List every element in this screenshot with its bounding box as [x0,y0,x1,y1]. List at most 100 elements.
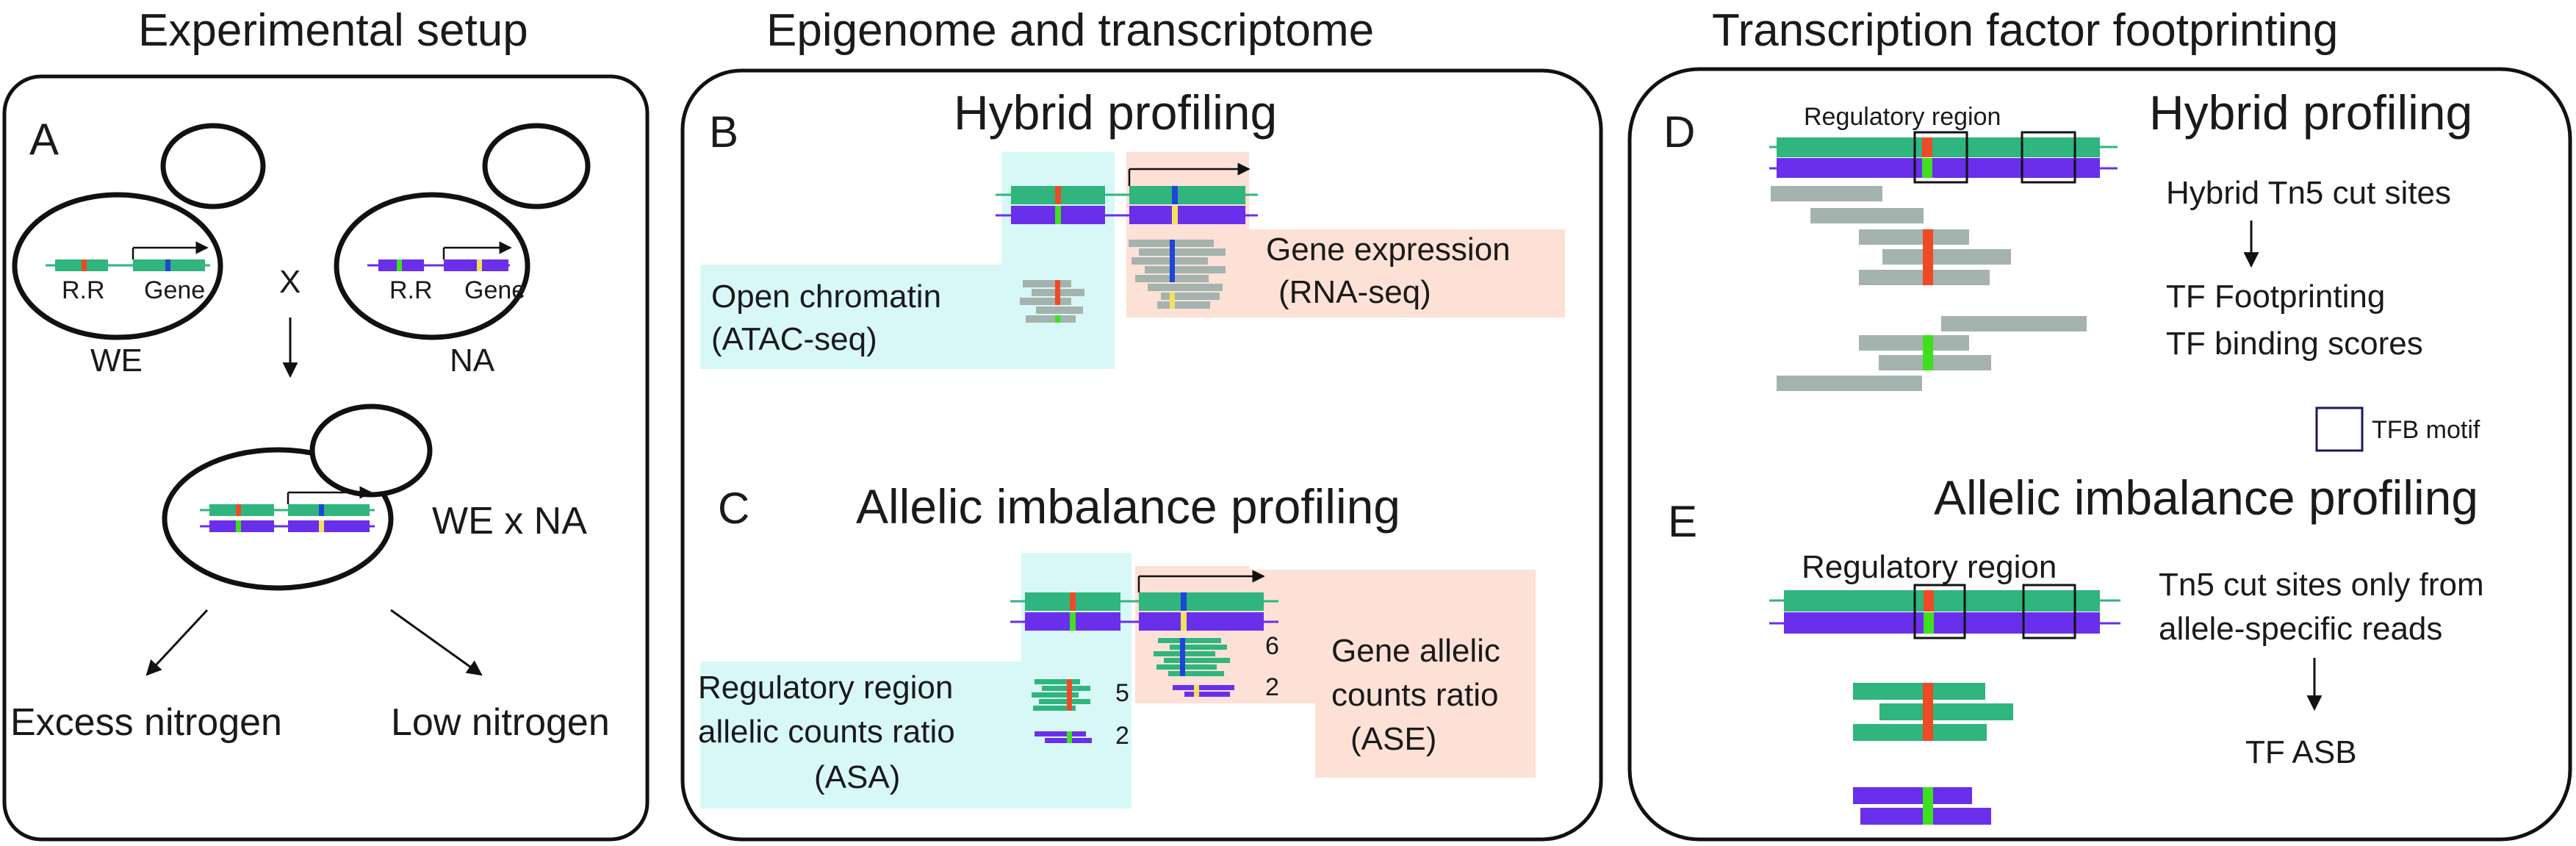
e-alt-marks [1923,787,1933,825]
parent-na-label: NA [450,343,495,379]
e-step-cut-sites-line2: allele-specific reads [2159,611,2442,647]
ase-label-line3: (ASE) [1350,721,1436,757]
asa-label-line1: Regulatory region [698,670,953,706]
b-na-rr-variant [1055,206,1061,224]
e-tfb-motif-box-2 [2022,584,2076,639]
atac-label-line2: (ATAC-seq) [711,321,877,357]
e-we-region [1784,590,2100,612]
read [1941,316,2087,331]
d-we-variant [1922,137,1932,157]
cross-symbol: X [279,264,301,300]
c-ase-na-marks [1194,685,1199,697]
rna-label-line1: Gene expression [1266,232,1511,268]
condition-low-nitrogen: Low nitrogen [391,701,610,744]
read [1020,298,1071,305]
read [1173,685,1234,690]
c-na-gene-variant [1181,612,1187,631]
read [1035,731,1086,736]
e-allele-specific-reads [1853,683,2013,825]
read [1042,686,1090,691]
asa-na-count: 2 [1115,722,1129,750]
c-na-gene [1139,612,1264,631]
allelic-profiling-heading: Allelic imbalance profiling [856,479,1400,534]
read [1156,664,1217,670]
c-asa-reads [1032,679,1092,743]
d-regulatory-region-label: Regulatory region [1804,103,2001,131]
read [1170,645,1227,650]
c-asa-alt-marks [1067,731,1072,743]
we-rr-variant [82,259,87,271]
hybrid-na-rr-variant [236,520,241,532]
d-step-footprinting: TF Footprinting [2166,279,2385,315]
b-atac-reads [1020,280,1084,323]
na-bud [482,123,591,209]
hybrid-we-rr [209,504,274,516]
e-we-variant [1924,590,1934,612]
e-step-tf-asb: TF ASB [2245,734,2357,770]
panel-letter-d: D [1663,107,1695,157]
na-gene-label: Gene [464,276,525,304]
hybrid-profiling-heading: Hybrid profiling [954,85,1277,140]
hybrid-we-gene [288,504,370,516]
b-rna-reads [1129,240,1226,309]
e-ref-marks [1923,683,1933,741]
read [1161,293,1220,300]
epigenome-panel-frame [680,68,1603,842]
parent-we-label: WE [90,343,143,379]
d-tfb-motif-box-2 [2021,131,2076,184]
hybrid-bud [309,404,433,498]
b-rna-we-marks [1170,240,1175,282]
read [1164,658,1230,663]
arrow-to-excess-nitrogen [145,609,209,676]
read [1859,229,1969,245]
setup-panel-title: Experimental setup [138,5,528,56]
na-gene-variant [477,259,482,271]
na-rr-variant [397,259,402,271]
d-we-region [1777,137,2100,157]
hybrid-we-rr-variant [236,504,241,516]
c-ase-reads [1154,638,1234,697]
e-na-region [1784,612,2100,634]
read [1023,280,1071,287]
tfb-motif-legend-box [2315,406,2364,452]
read [1859,335,1969,351]
d-hybrid-profiling-heading: Hybrid profiling [2149,85,2472,140]
read [1879,703,2013,720]
d-na-region [1777,158,2100,178]
we-rr-label: R.R [62,276,105,304]
e-regulatory-region-label: Regulatory region [1802,549,2057,585]
we-gene-label: Gene [144,276,205,304]
b-atac-ref-marks [1055,280,1060,305]
b-we-gene [1129,186,1245,204]
read [1032,692,1079,698]
hybrid-label: WE x NA [432,500,587,542]
hybrid-we-gene-variant [319,504,324,516]
panel-letter-b: B [709,107,738,157]
c-ase-we-marks [1180,638,1185,676]
c-we-rr-variant [1070,592,1076,611]
hybrid-cell [162,404,433,591]
panel-letter-a: A [29,115,59,164]
c-na-rr-variant [1070,612,1076,631]
d-hybrid-reads [1771,186,2087,391]
read [1184,692,1230,697]
e-na-variant [1924,612,1934,634]
ase-label-line2: counts ratio [1331,677,1498,713]
footprinting-panel-frame [1627,67,2572,842]
hybrid-na-rr [209,520,274,532]
condition-excess-nitrogen: Excess nitrogen [10,701,282,744]
c-we-gene-variant [1181,592,1187,611]
tfb-motif-legend-label: TFB motif [2372,416,2480,444]
read [1033,706,1076,711]
asa-we-count: 5 [1115,679,1129,707]
hybrid-na-gene [288,520,370,532]
setup-panel-frame [2,74,650,842]
ase-we-count: 6 [1265,632,1279,660]
epigenome-panel-title: Epigenome and transcriptome [766,5,1374,56]
read [1879,355,1991,370]
we-gene-variant [165,259,170,271]
b-we-gene-variant [1172,186,1178,204]
read [1771,186,1882,201]
footprinting-panel-title: Transcription factor footprinting [1712,5,2338,56]
